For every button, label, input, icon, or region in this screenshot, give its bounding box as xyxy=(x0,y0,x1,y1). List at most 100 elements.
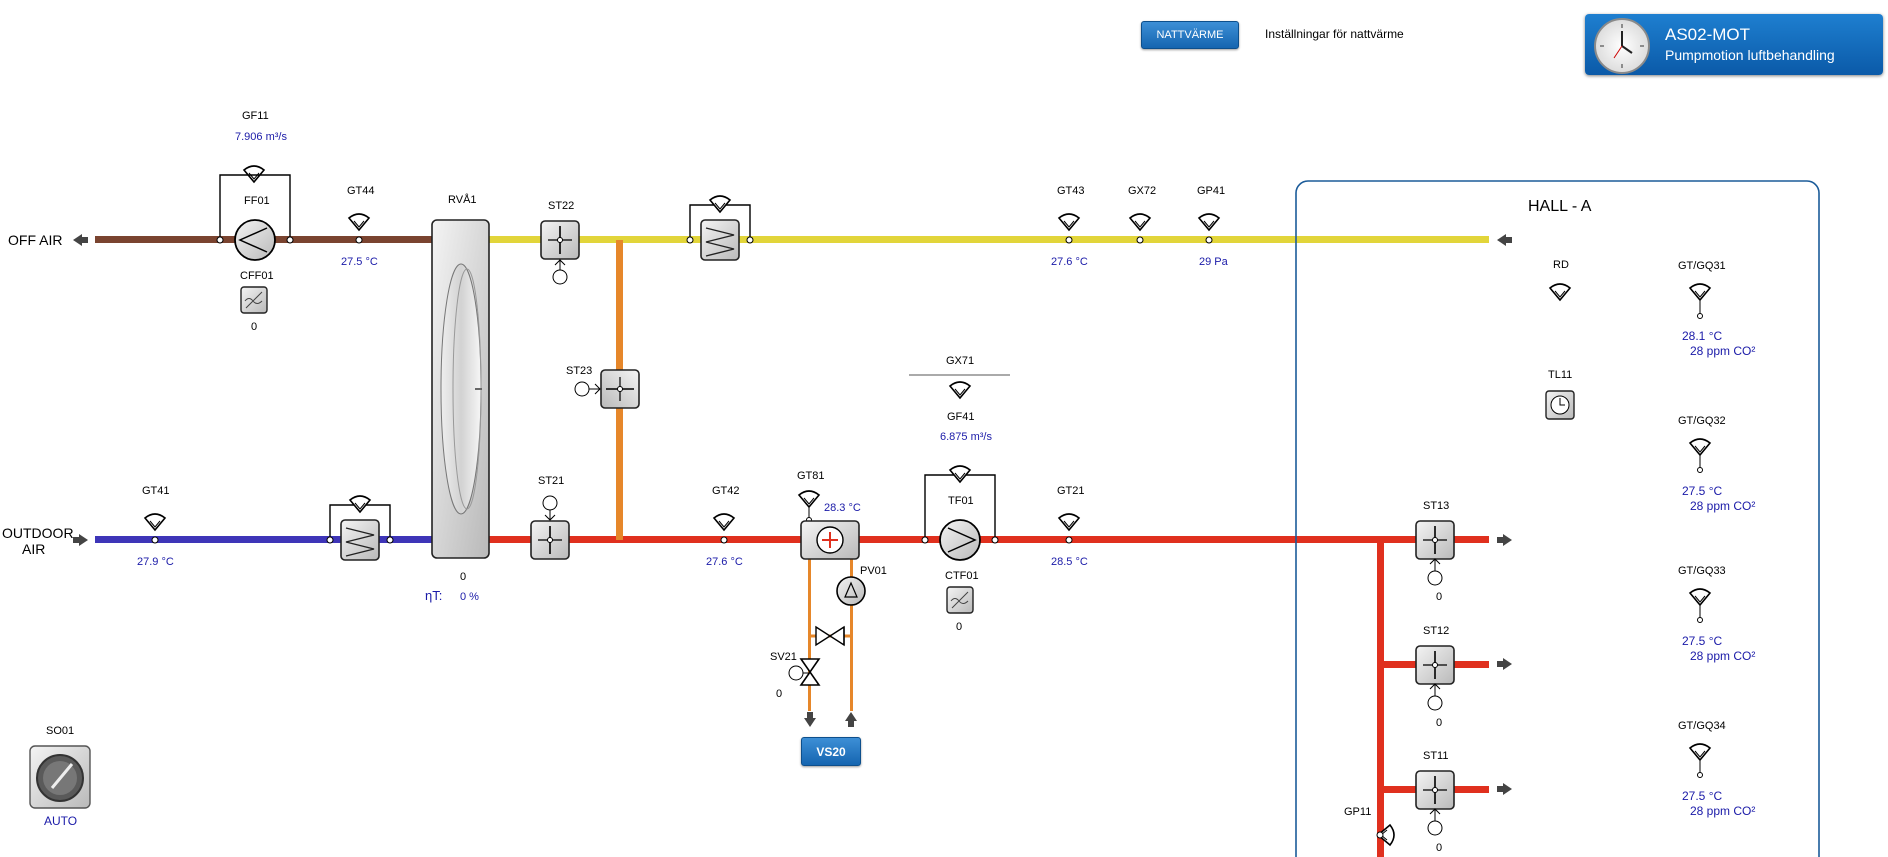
cff01-frequency-converter[interactable] xyxy=(240,286,268,314)
gf41-value: 6.875 m³/s xyxy=(940,431,992,443)
gtgq31-sensor-group[interactable]: GT/GQ31 28.1 °C 28 ppm CO² xyxy=(1678,260,1755,358)
gt81-temp-sensor[interactable] xyxy=(798,490,820,508)
extract-duct xyxy=(488,236,1489,243)
gt81-value: 28.3 °C xyxy=(824,502,861,514)
ff01-label: FF01 xyxy=(244,195,270,207)
clock-icon xyxy=(1594,18,1650,74)
gx71-sensor[interactable] xyxy=(949,381,971,399)
off-air-arrow xyxy=(73,234,88,246)
page-title: AS02-MOT xyxy=(1665,25,1751,44)
gtgq33-temp: 27.5 °C xyxy=(1682,634,1722,648)
gtgq32-temp: 27.5 °C xyxy=(1682,484,1722,498)
outdoor-air-label: OUTDOOR xyxy=(2,525,74,541)
outdoor-coil-sensor[interactable] xyxy=(349,495,371,513)
gt44-temp-sensor[interactable] xyxy=(348,213,370,231)
rva1-label: RVÅ1 xyxy=(448,193,477,206)
gt21-label: GT21 xyxy=(1057,485,1085,497)
pv01-label: PV01 xyxy=(860,565,887,577)
st13-value: 0 xyxy=(1436,591,1442,603)
st23-damper[interactable] xyxy=(600,369,640,409)
gtgq31-label: GT/GQ31 xyxy=(1678,260,1726,272)
tf01-supply-fan[interactable] xyxy=(939,519,981,561)
gf11-value: 7.906 m³/s xyxy=(235,131,287,143)
off-air-label: OFF AIR xyxy=(8,232,62,248)
gtgq33-sensor-group[interactable]: GT/GQ33 27.5 °C 28 ppm CO² xyxy=(1678,565,1755,663)
water-in-arrow xyxy=(845,712,857,727)
tf01-label: TF01 xyxy=(948,495,974,507)
gt43-label: GT43 xyxy=(1057,185,1085,197)
gtgq34-co2: 28 ppm CO² xyxy=(1690,804,1755,818)
st12-damper[interactable] xyxy=(1415,645,1455,685)
gt21-temp-sensor[interactable] xyxy=(1058,513,1080,531)
gtgq33-co2: 28 ppm CO² xyxy=(1690,649,1755,663)
vs20-button[interactable]: VS20 xyxy=(801,737,861,766)
st12-value: 0 xyxy=(1436,717,1442,729)
so01-mode-switch[interactable] xyxy=(29,745,91,809)
water-return-pipe xyxy=(850,556,853,711)
title-panel: AS02-MOT Pumpmotion luftbehandling xyxy=(1585,14,1883,75)
gf11-flow-sensor[interactable] xyxy=(243,165,265,183)
extract-coil-sensor[interactable] xyxy=(709,195,731,213)
gtgq32-co2: 28 ppm CO² xyxy=(1690,499,1755,513)
gt21-value: 28.5 °C xyxy=(1051,556,1088,568)
st11-actuator xyxy=(1427,820,1443,836)
st11-label: ST11 xyxy=(1423,750,1448,762)
gx72-label: GX72 xyxy=(1128,185,1156,197)
hall-a-room xyxy=(1295,180,1820,857)
water-out-arrow xyxy=(804,712,816,727)
gt42-label: GT42 xyxy=(712,485,740,497)
st13-damper[interactable] xyxy=(1415,520,1455,560)
st12-label: ST12 xyxy=(1423,625,1449,637)
gtgq34-temp: 27.5 °C xyxy=(1682,789,1722,803)
outdoor-coil[interactable] xyxy=(340,519,380,561)
gtgq34-sensor-group[interactable]: GT/GQ34 27.5 °C 28 ppm CO² xyxy=(1678,720,1755,818)
st21-damper[interactable] xyxy=(530,520,570,560)
ff01-exhaust-fan[interactable] xyxy=(234,219,276,261)
cff01-label: CFF01 xyxy=(240,270,274,282)
gtgq34-label: GT/GQ34 xyxy=(1678,720,1726,732)
st22-damper[interactable] xyxy=(540,220,580,260)
gtgq32-label: GT/GQ32 xyxy=(1678,415,1726,427)
nattvarme-settings-link[interactable]: Inställningar för nattvärme xyxy=(1265,27,1404,41)
gt41-label: GT41 xyxy=(142,485,170,497)
nattvarme-button[interactable]: NATTVÄRME xyxy=(1141,21,1239,49)
pv01-pump[interactable] xyxy=(836,576,866,606)
rva1-heat-exchanger[interactable] xyxy=(431,219,490,559)
st23-label: ST23 xyxy=(566,365,592,377)
supply-outlet-arrow-1 xyxy=(1497,534,1512,546)
supply-outlet-arrow-3 xyxy=(1497,783,1512,795)
gf41-flow-sensor[interactable] xyxy=(949,465,971,483)
gp41-pressure-sensor[interactable] xyxy=(1198,213,1220,231)
gt42-value: 27.6 °C xyxy=(706,556,743,568)
gt42-temp-sensor[interactable] xyxy=(713,513,735,531)
extract-coil[interactable] xyxy=(700,219,740,261)
gtgq33-label: GT/GQ33 xyxy=(1678,565,1726,577)
gtgq31-sensor-icon xyxy=(1689,283,1711,301)
gtgq31-co2: 28 ppm CO² xyxy=(1690,344,1755,358)
tl11-timer[interactable] xyxy=(1545,390,1575,420)
gx71-label: GX71 xyxy=(946,355,974,367)
rd-sensor[interactable] xyxy=(1549,283,1571,301)
sv21-value: 0 xyxy=(776,688,782,700)
st22-label: ST22 xyxy=(548,200,574,212)
gt43-value: 27.6 °C xyxy=(1051,256,1088,268)
supply-outlet-arrow-2 xyxy=(1497,658,1512,670)
ctf01-frequency-converter[interactable] xyxy=(946,586,974,614)
gx72-sensor[interactable] xyxy=(1129,213,1151,231)
heating-coil[interactable] xyxy=(800,520,860,560)
supply-duct xyxy=(488,536,1489,543)
gp41-label: GP41 xyxy=(1197,185,1225,197)
supply-branch xyxy=(1377,540,1384,857)
st13-label: ST13 xyxy=(1423,500,1449,512)
sv21-valve[interactable] xyxy=(799,658,821,686)
outdoor-air-arrow xyxy=(73,534,88,546)
hall-a-title: HALL - A xyxy=(1528,198,1592,215)
st11-damper[interactable] xyxy=(1415,770,1455,810)
gtgq32-sensor-group[interactable]: GT/GQ32 27.5 °C 28 ppm CO² xyxy=(1678,415,1755,513)
so01-label: SO01 xyxy=(46,725,74,737)
eta-label: ηT: xyxy=(425,588,442,603)
gt43-temp-sensor[interactable] xyxy=(1058,213,1080,231)
gt41-temp-sensor[interactable] xyxy=(144,513,166,531)
balancing-valve[interactable] xyxy=(811,625,850,647)
